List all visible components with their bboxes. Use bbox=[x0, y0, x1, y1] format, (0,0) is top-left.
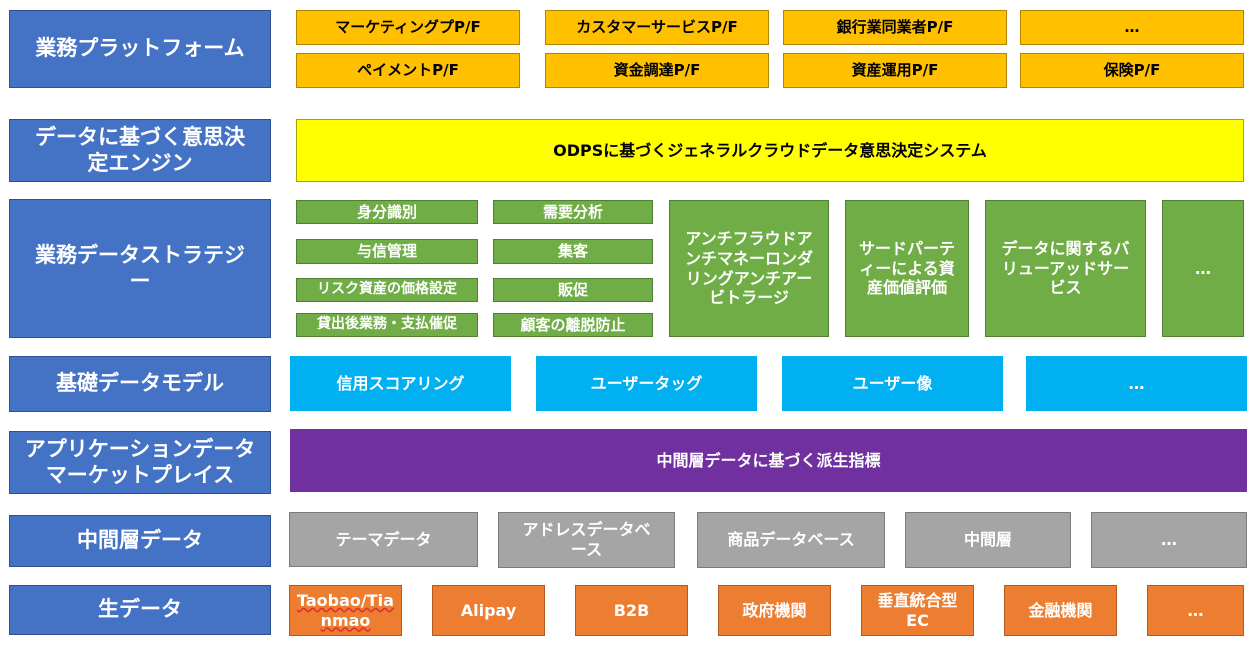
raw-b2b: B2B bbox=[575, 585, 688, 636]
platform-insurance: 保険P/F bbox=[1020, 53, 1244, 88]
layer-label-model: 基礎データモデル bbox=[9, 356, 271, 412]
platform-banking-peers: 銀行業同業者P/F bbox=[783, 10, 1007, 45]
platform-fundraising: 資金調達P/F bbox=[545, 53, 769, 88]
platform-marketing: マーケティングプP/F bbox=[296, 10, 520, 45]
layer-label-middle: 中間層データ bbox=[9, 515, 271, 567]
strategy-value-added: データに関するバリューアッドサービス bbox=[985, 200, 1146, 337]
strategy-promotion: 販促 bbox=[493, 278, 653, 302]
model-more: … bbox=[1026, 356, 1247, 411]
strategy-third-party-valuation: サードパーティーによる資産価値評価 bbox=[845, 200, 969, 337]
layer-label-raw: 生データ bbox=[9, 585, 271, 635]
strategy-anti-fraud: アンチフラウドアンチマネーロンダリングアンチアービトラージ bbox=[669, 200, 829, 337]
platform-customer-service: カスタマーサービスP/F bbox=[545, 10, 769, 45]
raw-more: … bbox=[1147, 585, 1244, 636]
middle-theme-data: テーマデータ bbox=[289, 512, 478, 567]
layer-label-platform: 業務プラットフォーム bbox=[9, 10, 271, 88]
raw-financial-institutions: 金融機関 bbox=[1004, 585, 1117, 636]
layer-label-marketplace: アプリケーションデータマーケットプレイス bbox=[9, 431, 271, 494]
raw-vertical-ec: 垂直統合型EC bbox=[861, 585, 974, 636]
raw-alipay: Alipay bbox=[432, 585, 545, 636]
model-user-profile: ユーザー像 bbox=[782, 356, 1003, 411]
strategy-identity: 身分識別 bbox=[296, 200, 478, 224]
raw-government: 政府機関 bbox=[718, 585, 831, 636]
strategy-churn-prevention: 顧客の離脱防止 bbox=[493, 313, 653, 337]
strategy-credit-management: 与信管理 bbox=[296, 239, 478, 264]
strategy-more: … bbox=[1162, 200, 1244, 337]
platform-more: … bbox=[1020, 10, 1244, 45]
middle-layer: 中間層 bbox=[905, 512, 1071, 568]
layer-label-strategy: 業務データストラテジー bbox=[9, 199, 271, 338]
middle-product-database: 商品データベース bbox=[697, 512, 885, 568]
platform-asset-management: 資産運用P/F bbox=[783, 53, 1007, 88]
strategy-post-loan: 貸出後業務・支払催促 bbox=[296, 313, 478, 337]
engine-system: ODPSに基づくジェネラルクラウドデータ意思決定システム bbox=[296, 119, 1244, 182]
strategy-demand-analysis: 需要分析 bbox=[493, 200, 653, 224]
layer-label-engine: データに基づく意思決定エンジン bbox=[9, 119, 271, 182]
marketplace-derived-indicators: 中間層データに基づく派生指標 bbox=[290, 429, 1247, 492]
raw-taobao-tianmao-text: Taobao/Tianmao bbox=[297, 590, 394, 630]
model-credit-scoring: 信用スコアリング bbox=[290, 356, 511, 411]
raw-taobao-tianmao: Taobao/Tianmao bbox=[289, 585, 402, 636]
strategy-acquisition: 集客 bbox=[493, 239, 653, 264]
model-user-tag: ユーザータッグ bbox=[536, 356, 757, 411]
middle-address-database: アドレスデータベース bbox=[498, 512, 675, 568]
strategy-risk-pricing: リスク資産の価格設定 bbox=[296, 278, 478, 302]
middle-more: … bbox=[1091, 512, 1247, 568]
platform-payment: ペイメントP/F bbox=[296, 53, 520, 88]
